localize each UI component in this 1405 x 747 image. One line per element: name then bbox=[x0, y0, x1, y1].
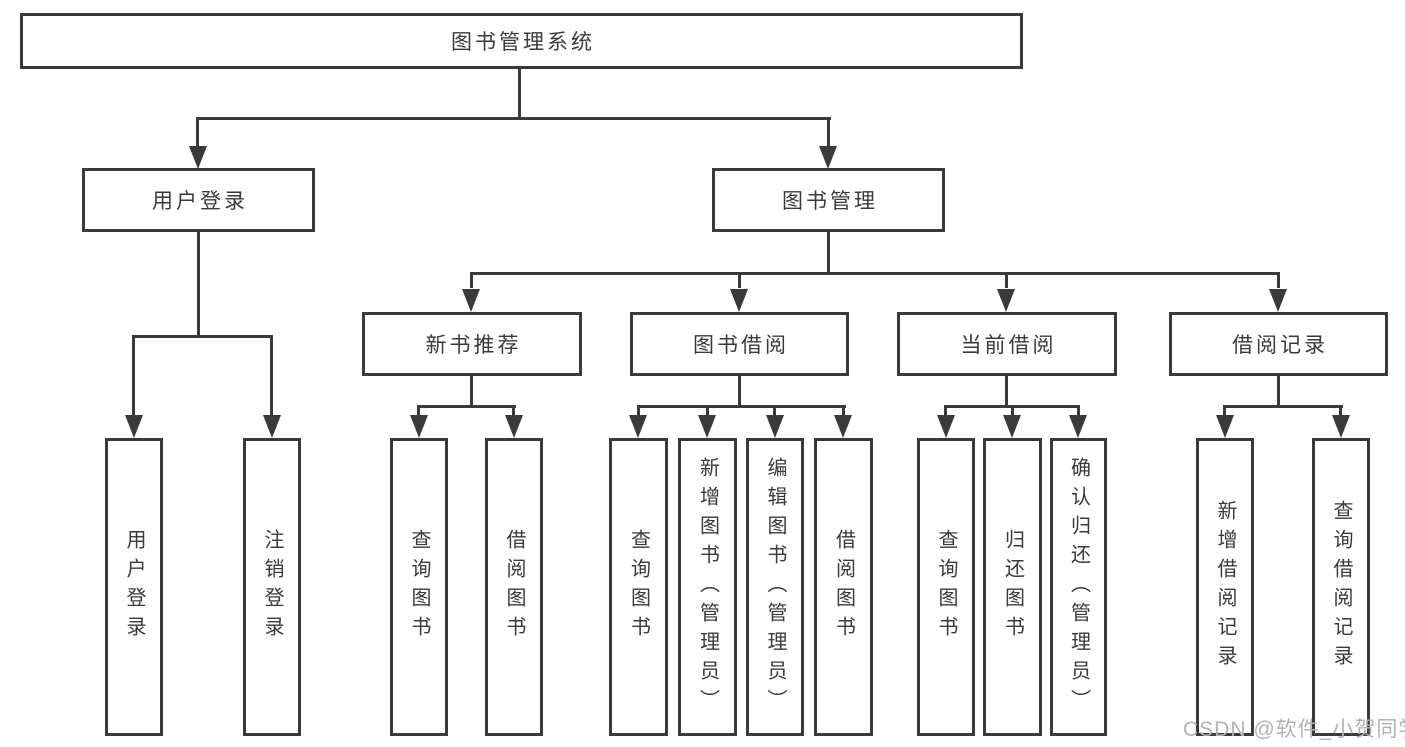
node-br-add: 新增借阅记录 bbox=[1196, 438, 1254, 736]
arrowhead-nb-query bbox=[410, 415, 428, 438]
connector-book-borrow-stem bbox=[738, 374, 741, 407]
connector-new-book-rec-stem bbox=[470, 374, 473, 407]
connector-user-login-rail bbox=[132, 335, 273, 338]
connector-to-bb-borrow bbox=[842, 405, 845, 416]
node-bb-query-label: 查询图书 bbox=[627, 529, 650, 645]
node-nb-borrow: 借阅图书 bbox=[485, 438, 543, 736]
connector-borrow-records-stem bbox=[1277, 374, 1280, 407]
connector-to-cb-query bbox=[944, 405, 947, 416]
connector-root-rail bbox=[196, 117, 831, 120]
connector-borrow-records-rail bbox=[1223, 405, 1343, 408]
node-bb-borrow: 借阅图书 bbox=[814, 438, 873, 736]
connector-to-bb-add bbox=[706, 405, 709, 416]
arrowhead-cb-return bbox=[1003, 415, 1021, 438]
connector-to-bb-query bbox=[637, 405, 640, 416]
node-bb-add-label: 新增图书（管理员） bbox=[696, 456, 719, 718]
arrowhead-login bbox=[125, 415, 143, 438]
connector-to-cb-return bbox=[1011, 405, 1014, 416]
arrowhead-bb-edit bbox=[766, 415, 784, 438]
node-login: 用户登录 bbox=[105, 438, 163, 736]
arrowhead-cb-query bbox=[937, 415, 955, 438]
node-nb-query: 查询图书 bbox=[390, 438, 448, 736]
arrowhead-br-add bbox=[1216, 415, 1234, 438]
arrowhead-borrow-records bbox=[1269, 289, 1287, 312]
connector-to-new-book-rec bbox=[470, 272, 473, 288]
node-logout: 注销登录 bbox=[243, 438, 301, 736]
connector-to-nb-query bbox=[417, 405, 420, 416]
node-cb-query: 查询图书 bbox=[917, 438, 975, 736]
connector-current-borrow-stem bbox=[1005, 374, 1008, 407]
arrowhead-new-book-rec bbox=[462, 289, 480, 312]
node-br-query-label: 查询借阅记录 bbox=[1330, 500, 1352, 674]
arrowhead-bb-borrow bbox=[834, 415, 852, 438]
node-cb-confirm: 确认归还（管理员） bbox=[1050, 438, 1107, 736]
connector-to-cb-confirm bbox=[1077, 405, 1080, 416]
node-book-borrow: 图书借阅 bbox=[630, 312, 849, 376]
arrowhead-bb-query bbox=[629, 415, 647, 438]
connector-root-to-book-mgmt bbox=[827, 117, 830, 148]
node-bb-borrow-label: 借阅图书 bbox=[832, 529, 855, 645]
node-user-login: 用户登录 bbox=[82, 168, 315, 232]
arrowhead-nb-borrow bbox=[505, 415, 523, 438]
connector-to-br-add bbox=[1223, 405, 1226, 416]
arrowhead-cb-confirm bbox=[1069, 415, 1087, 438]
node-bb-add: 新增图书（管理员） bbox=[678, 438, 737, 736]
node-cb-return-label: 归还图书 bbox=[1001, 529, 1024, 645]
node-bb-edit: 编辑图书（管理员） bbox=[746, 438, 804, 736]
node-cb-confirm-label: 确认归还（管理员） bbox=[1067, 456, 1090, 718]
node-book-mgmt: 图书管理 bbox=[712, 168, 945, 232]
connector-to-book-borrow bbox=[738, 272, 741, 288]
arrowhead-current-borrow bbox=[997, 289, 1015, 312]
connector-root-to-user-login bbox=[196, 117, 199, 148]
connector-to-borrow-records bbox=[1277, 272, 1280, 288]
arrowhead-br-query bbox=[1332, 415, 1350, 438]
node-root: 图书管理系统 bbox=[20, 13, 1023, 69]
node-br-query: 查询借阅记录 bbox=[1312, 438, 1370, 736]
csdn-watermark: CSDN @软件_小贺同学 bbox=[1183, 718, 1405, 741]
node-nb-query-label: 查询图书 bbox=[408, 529, 430, 645]
arrowhead-logout bbox=[263, 415, 281, 438]
connector-book-mgmt-stem bbox=[827, 231, 830, 275]
arrowhead-book-borrow bbox=[730, 289, 748, 312]
connector-root-stem bbox=[518, 69, 521, 119]
node-logout-label: 注销登录 bbox=[261, 529, 283, 645]
connector-book-borrow-rail bbox=[637, 405, 846, 408]
node-borrow-records: 借阅记录 bbox=[1169, 312, 1388, 376]
connector-new-book-rec-rail bbox=[417, 405, 516, 408]
arrowhead-user-login bbox=[189, 146, 207, 169]
connector-to-logout bbox=[270, 335, 273, 416]
node-new-book-rec: 新书推荐 bbox=[362, 312, 582, 376]
node-bb-edit-label: 编辑图书（管理员） bbox=[764, 456, 786, 718]
node-br-add-label: 新增借阅记录 bbox=[1214, 500, 1236, 674]
node-login-label: 用户登录 bbox=[123, 529, 145, 645]
connector-to-login bbox=[132, 335, 135, 416]
connector-to-bb-edit bbox=[773, 405, 776, 416]
node-cb-query-label: 查询图书 bbox=[935, 529, 957, 645]
node-nb-borrow-label: 借阅图书 bbox=[503, 529, 525, 645]
connector-user-login-stem bbox=[197, 231, 200, 337]
node-bb-query: 查询图书 bbox=[609, 438, 668, 736]
node-cb-return: 归还图书 bbox=[983, 438, 1042, 736]
arrowhead-bb-add bbox=[698, 415, 716, 438]
node-current-borrow: 当前借阅 bbox=[897, 312, 1117, 376]
connector-to-br-query bbox=[1339, 405, 1342, 416]
connector-book-mgmt-rail bbox=[470, 272, 1280, 275]
connector-to-current-borrow bbox=[1005, 272, 1008, 288]
arrowhead-book-mgmt bbox=[819, 146, 837, 169]
connector-to-nb-borrow bbox=[512, 405, 515, 416]
